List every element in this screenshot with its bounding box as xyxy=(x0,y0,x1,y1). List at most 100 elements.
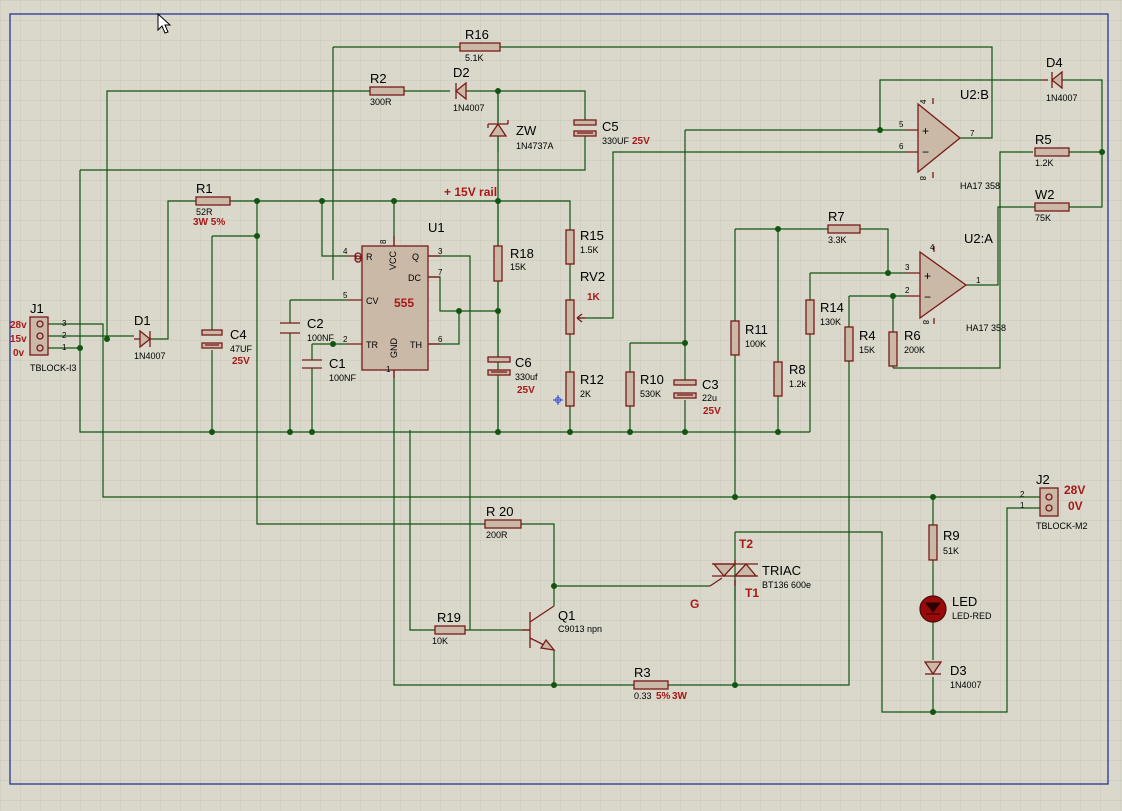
potentiometer-rv2[interactable]: RV2 1K xyxy=(565,269,605,335)
c2-ref: C2 xyxy=(307,316,324,331)
q1-value: C9013 npn xyxy=(558,624,602,634)
diode-d2[interactable]: D2 1N4007 xyxy=(453,65,485,113)
j2-pin-1: 1 xyxy=(1020,501,1025,510)
u2b-pin-8: 8 xyxy=(918,176,927,181)
r18-ref: R18 xyxy=(510,246,534,261)
connector-j2[interactable]: J2 TBLOCK-M2 2 1 28V 0V xyxy=(1020,472,1088,531)
triac-t1: T1 xyxy=(745,586,759,600)
r20-ref: R 20 xyxy=(486,504,513,519)
triac[interactable]: TRIAC BT136 600e T2 T1 G xyxy=(690,537,811,611)
r11-ref: R11 xyxy=(745,322,768,337)
capacitor-c1[interactable]: C1 100NF xyxy=(302,356,357,383)
resistor-r12[interactable]: R12 2K xyxy=(565,371,604,407)
resistor-r4[interactable]: R4 15K xyxy=(844,326,876,362)
r9-value: 51K xyxy=(943,546,959,556)
u1-num-1: 1 xyxy=(386,365,391,374)
net-label-15v-rail[interactable]: + 15V rail xyxy=(444,185,497,199)
resistor-r10[interactable]: R10 530K xyxy=(625,371,664,407)
zener-zw[interactable]: ZW 1N4737A xyxy=(487,120,554,151)
d2-ref: D2 xyxy=(453,65,470,80)
r20-value: 200R xyxy=(486,530,508,540)
resistor-r16[interactable]: R16 5.1K xyxy=(459,27,501,63)
rv2-value: 1K xyxy=(587,292,601,303)
diode-d1[interactable]: D1 1N4007 xyxy=(134,313,166,361)
r8-ref: R8 xyxy=(789,362,806,377)
resistor-r11[interactable]: R11 100K xyxy=(730,320,768,356)
j2-pin-2: 2 xyxy=(1020,490,1025,499)
j2-ref: J2 xyxy=(1036,472,1050,487)
c5-rating: 25V xyxy=(632,136,650,147)
c4-ref: C4 xyxy=(230,327,247,342)
capacitor-c5[interactable]: C5 330UF 25V xyxy=(573,119,650,147)
j2-rail-0v: 0V xyxy=(1068,499,1083,513)
opamp-u2a[interactable]: + − 3 2 1 4 8 U2:A HA17 358 xyxy=(905,231,1006,333)
capacitor-c6[interactable]: C6 330uf 25V xyxy=(487,355,538,396)
resistor-r15[interactable]: R15 1.5K xyxy=(565,228,604,265)
led-red[interactable]: LED LED-RED xyxy=(919,594,992,623)
resistor-r9[interactable]: R9 51K xyxy=(928,524,960,561)
u1-pin-cv: CV xyxy=(366,296,379,306)
capacitor-c3[interactable]: C3 22u 25V xyxy=(673,377,721,417)
resistor-r7[interactable]: R7 3.3K xyxy=(827,209,861,245)
r9-ref: R9 xyxy=(943,528,960,543)
u1-ref: U1 xyxy=(428,220,445,235)
capacitor-c2[interactable]: C2 100NF xyxy=(280,316,335,343)
r3-rating: 3W xyxy=(672,691,688,702)
resistor-r8[interactable]: R8 1.2k xyxy=(773,361,807,397)
resistor-r6[interactable]: R6 200K xyxy=(888,328,925,367)
resistor-r14[interactable]: R14 130K xyxy=(805,299,844,335)
connector-j1[interactable]: J1 TBLOCK-I3 3 2 1 28v 15v 0v xyxy=(10,301,77,373)
u1-chip: 555 xyxy=(394,296,414,310)
j2-rail-28v: 28V xyxy=(1064,483,1085,497)
resistor-r2[interactable]: R2 300R xyxy=(369,71,405,107)
d3-value: 1N4007 xyxy=(950,680,982,690)
w2-ref: W2 xyxy=(1035,187,1055,202)
j1-pin-3: 3 xyxy=(62,319,67,328)
u1-pin-vcc: VCC xyxy=(388,250,398,270)
r5-ref: R5 xyxy=(1035,132,1052,147)
r7-value: 3.3K xyxy=(828,235,847,245)
resistor-r18[interactable]: R18 15K xyxy=(493,245,534,282)
r1-ref: R1 xyxy=(196,181,213,196)
opamp-u2b[interactable]: + − 5 6 7 4 8 U2:B HA17 358 xyxy=(899,87,1000,191)
c6-ref: C6 xyxy=(515,355,532,370)
capacitor-c4[interactable]: C4 47UF 25V xyxy=(201,327,253,367)
resistor-r3[interactable]: R3 0.33 5% 3W xyxy=(633,665,688,702)
c4-rating: 25V xyxy=(232,356,250,367)
r11-value: 100K xyxy=(745,339,766,349)
r2-ref: R2 xyxy=(370,71,387,86)
r3-ref: R3 xyxy=(634,665,651,680)
r14-value: 130K xyxy=(820,317,841,327)
diode-d4[interactable]: D4 1N4007 xyxy=(1042,55,1078,103)
transistor-q1[interactable]: Q1 C9013 npn xyxy=(522,605,602,651)
j2-type: TBLOCK-M2 xyxy=(1036,521,1088,531)
u1-num-2: 2 xyxy=(343,335,348,344)
r19-value: 10K xyxy=(432,636,448,646)
c3-ref: C3 xyxy=(702,377,719,392)
diode-d3[interactable]: D3 1N4007 xyxy=(923,661,982,690)
r19-ref: R19 xyxy=(437,610,461,625)
triac-g: G xyxy=(690,597,699,611)
r1-rating: 3W 5% xyxy=(193,217,225,228)
resistor-r5[interactable]: R5 1.2K xyxy=(1034,132,1070,168)
ic-u1-555[interactable]: U1 555 R VCC Q DC CV TR GND TH 4 8 3 7 5… xyxy=(343,220,445,378)
d1-value: 1N4007 xyxy=(134,351,166,361)
r1-value: 52R xyxy=(196,207,213,217)
resistor-r20[interactable]: R 20 200R xyxy=(484,504,522,540)
resistor-r19[interactable]: R19 10K xyxy=(432,610,466,646)
u1-pin-th: TH xyxy=(410,340,422,350)
triac-ref: TRIAC xyxy=(762,563,801,578)
j1-pin-1: 1 xyxy=(62,343,67,352)
u2a-pin-4: 4 xyxy=(930,243,935,252)
resistor-w2[interactable]: W2 75K xyxy=(1034,187,1070,223)
u2b-ref: U2:B xyxy=(960,87,989,102)
r4-value: 15K xyxy=(859,345,875,355)
resistor-r1[interactable]: R1 52R 3W 5% xyxy=(193,181,231,228)
crosshair-marker-icon xyxy=(553,395,563,405)
r4-ref: R4 xyxy=(859,328,876,343)
r18-value: 15K xyxy=(510,262,526,272)
c1-value: 100NF xyxy=(329,373,357,383)
u2b-plus-icon: + xyxy=(922,124,929,138)
j1-ref: J1 xyxy=(30,301,44,316)
